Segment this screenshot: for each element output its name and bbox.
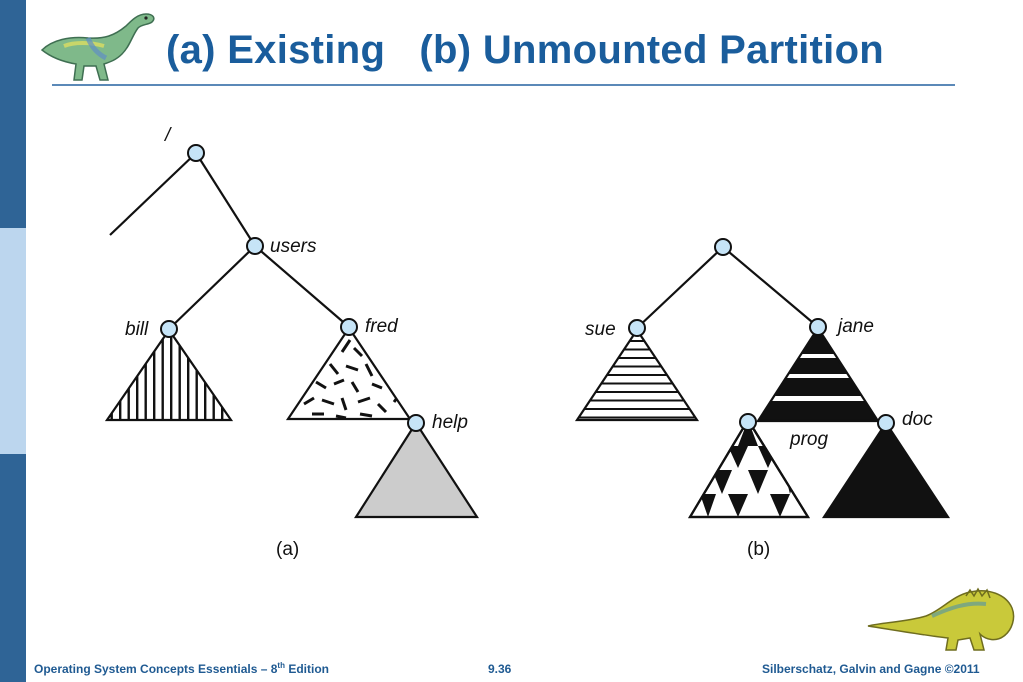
label-root: / <box>163 125 172 146</box>
title-underline <box>52 84 955 86</box>
footer-book-title: Operating System Concepts Essentials – 8… <box>34 661 329 676</box>
label-prog: prog <box>789 429 828 450</box>
label-doc: doc <box>902 409 933 430</box>
footer-book-suffix: Edition <box>284 662 329 676</box>
node-b-root <box>714 238 732 256</box>
edge-b-root-jane <box>722 246 819 328</box>
edge-b-root-sue <box>636 246 724 329</box>
help-subtree <box>353 420 480 519</box>
caption-b: (b) <box>747 539 770 560</box>
edge-root-left <box>109 152 197 236</box>
doc-subtree <box>821 421 951 519</box>
node-fred <box>340 318 358 336</box>
node-sue <box>628 319 646 337</box>
edge-users-bill <box>168 245 256 330</box>
node-doc <box>877 414 895 432</box>
edge-users-fred <box>254 245 350 328</box>
node-help <box>407 414 425 432</box>
node-bill <box>160 320 178 338</box>
caption-a: (a) <box>276 539 299 560</box>
edge-root-users <box>195 152 256 247</box>
dinosaur-icon <box>40 13 155 81</box>
node-root <box>187 144 205 162</box>
label-fred: fred <box>365 316 399 337</box>
node-prog <box>739 413 757 431</box>
label-bill: bill <box>125 319 149 340</box>
label-help: help <box>432 412 468 433</box>
fred-subtree <box>285 326 413 421</box>
footer-book-text: Operating System Concepts Essentials – 8 <box>34 662 278 676</box>
dinosaur-icon <box>867 587 1015 651</box>
left-sidebar-highlight <box>0 228 26 454</box>
slide-title: (a) Existing (b) Unmounted Partition <box>166 28 885 72</box>
jane-subtree <box>755 325 881 423</box>
label-users: users <box>270 236 317 257</box>
label-jane: jane <box>835 316 874 337</box>
left-sidebar-bar <box>0 0 26 682</box>
footer-page-number: 9.36 <box>488 662 512 676</box>
footer-copyright: Silberschatz, Galvin and Gagne ©2011 <box>762 662 980 676</box>
footer-book-sup: th <box>277 661 285 670</box>
node-jane <box>809 318 827 336</box>
sue-subtree <box>574 328 700 422</box>
prog-subtree <box>688 417 810 519</box>
node-users <box>246 237 264 255</box>
bill-subtree <box>104 328 234 422</box>
label-sue: sue <box>585 319 616 340</box>
